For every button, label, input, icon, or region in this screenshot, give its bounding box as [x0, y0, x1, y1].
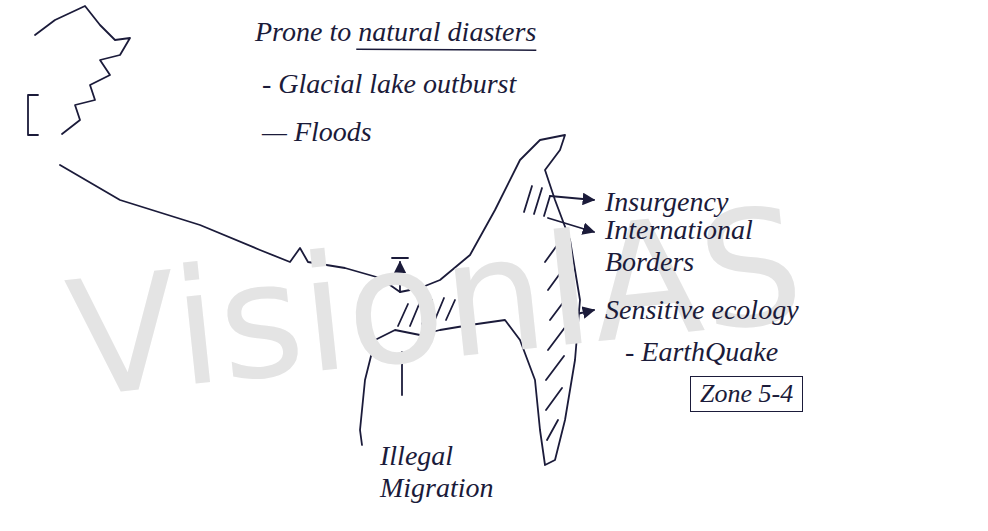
region-note: Sensitive ecology — [605, 294, 799, 326]
region-note: Illegal Migration — [380, 440, 515, 504]
north-outline — [35, 6, 130, 134]
west-bracket — [28, 95, 38, 135]
zone-box: Zone 5-4 — [690, 376, 803, 412]
note-item: - Glacial lake outburst — [262, 68, 516, 100]
note-item: — Floods — [262, 116, 372, 148]
zone-text: Zone 5-4 — [700, 379, 793, 408]
region-note: Insurgency — [605, 186, 728, 218]
underline — [356, 49, 536, 50]
note-heading: Prone to natural diasters — [255, 16, 536, 48]
note-item: - EarthQuake — [625, 336, 778, 368]
region-note: International Borders — [605, 214, 780, 278]
